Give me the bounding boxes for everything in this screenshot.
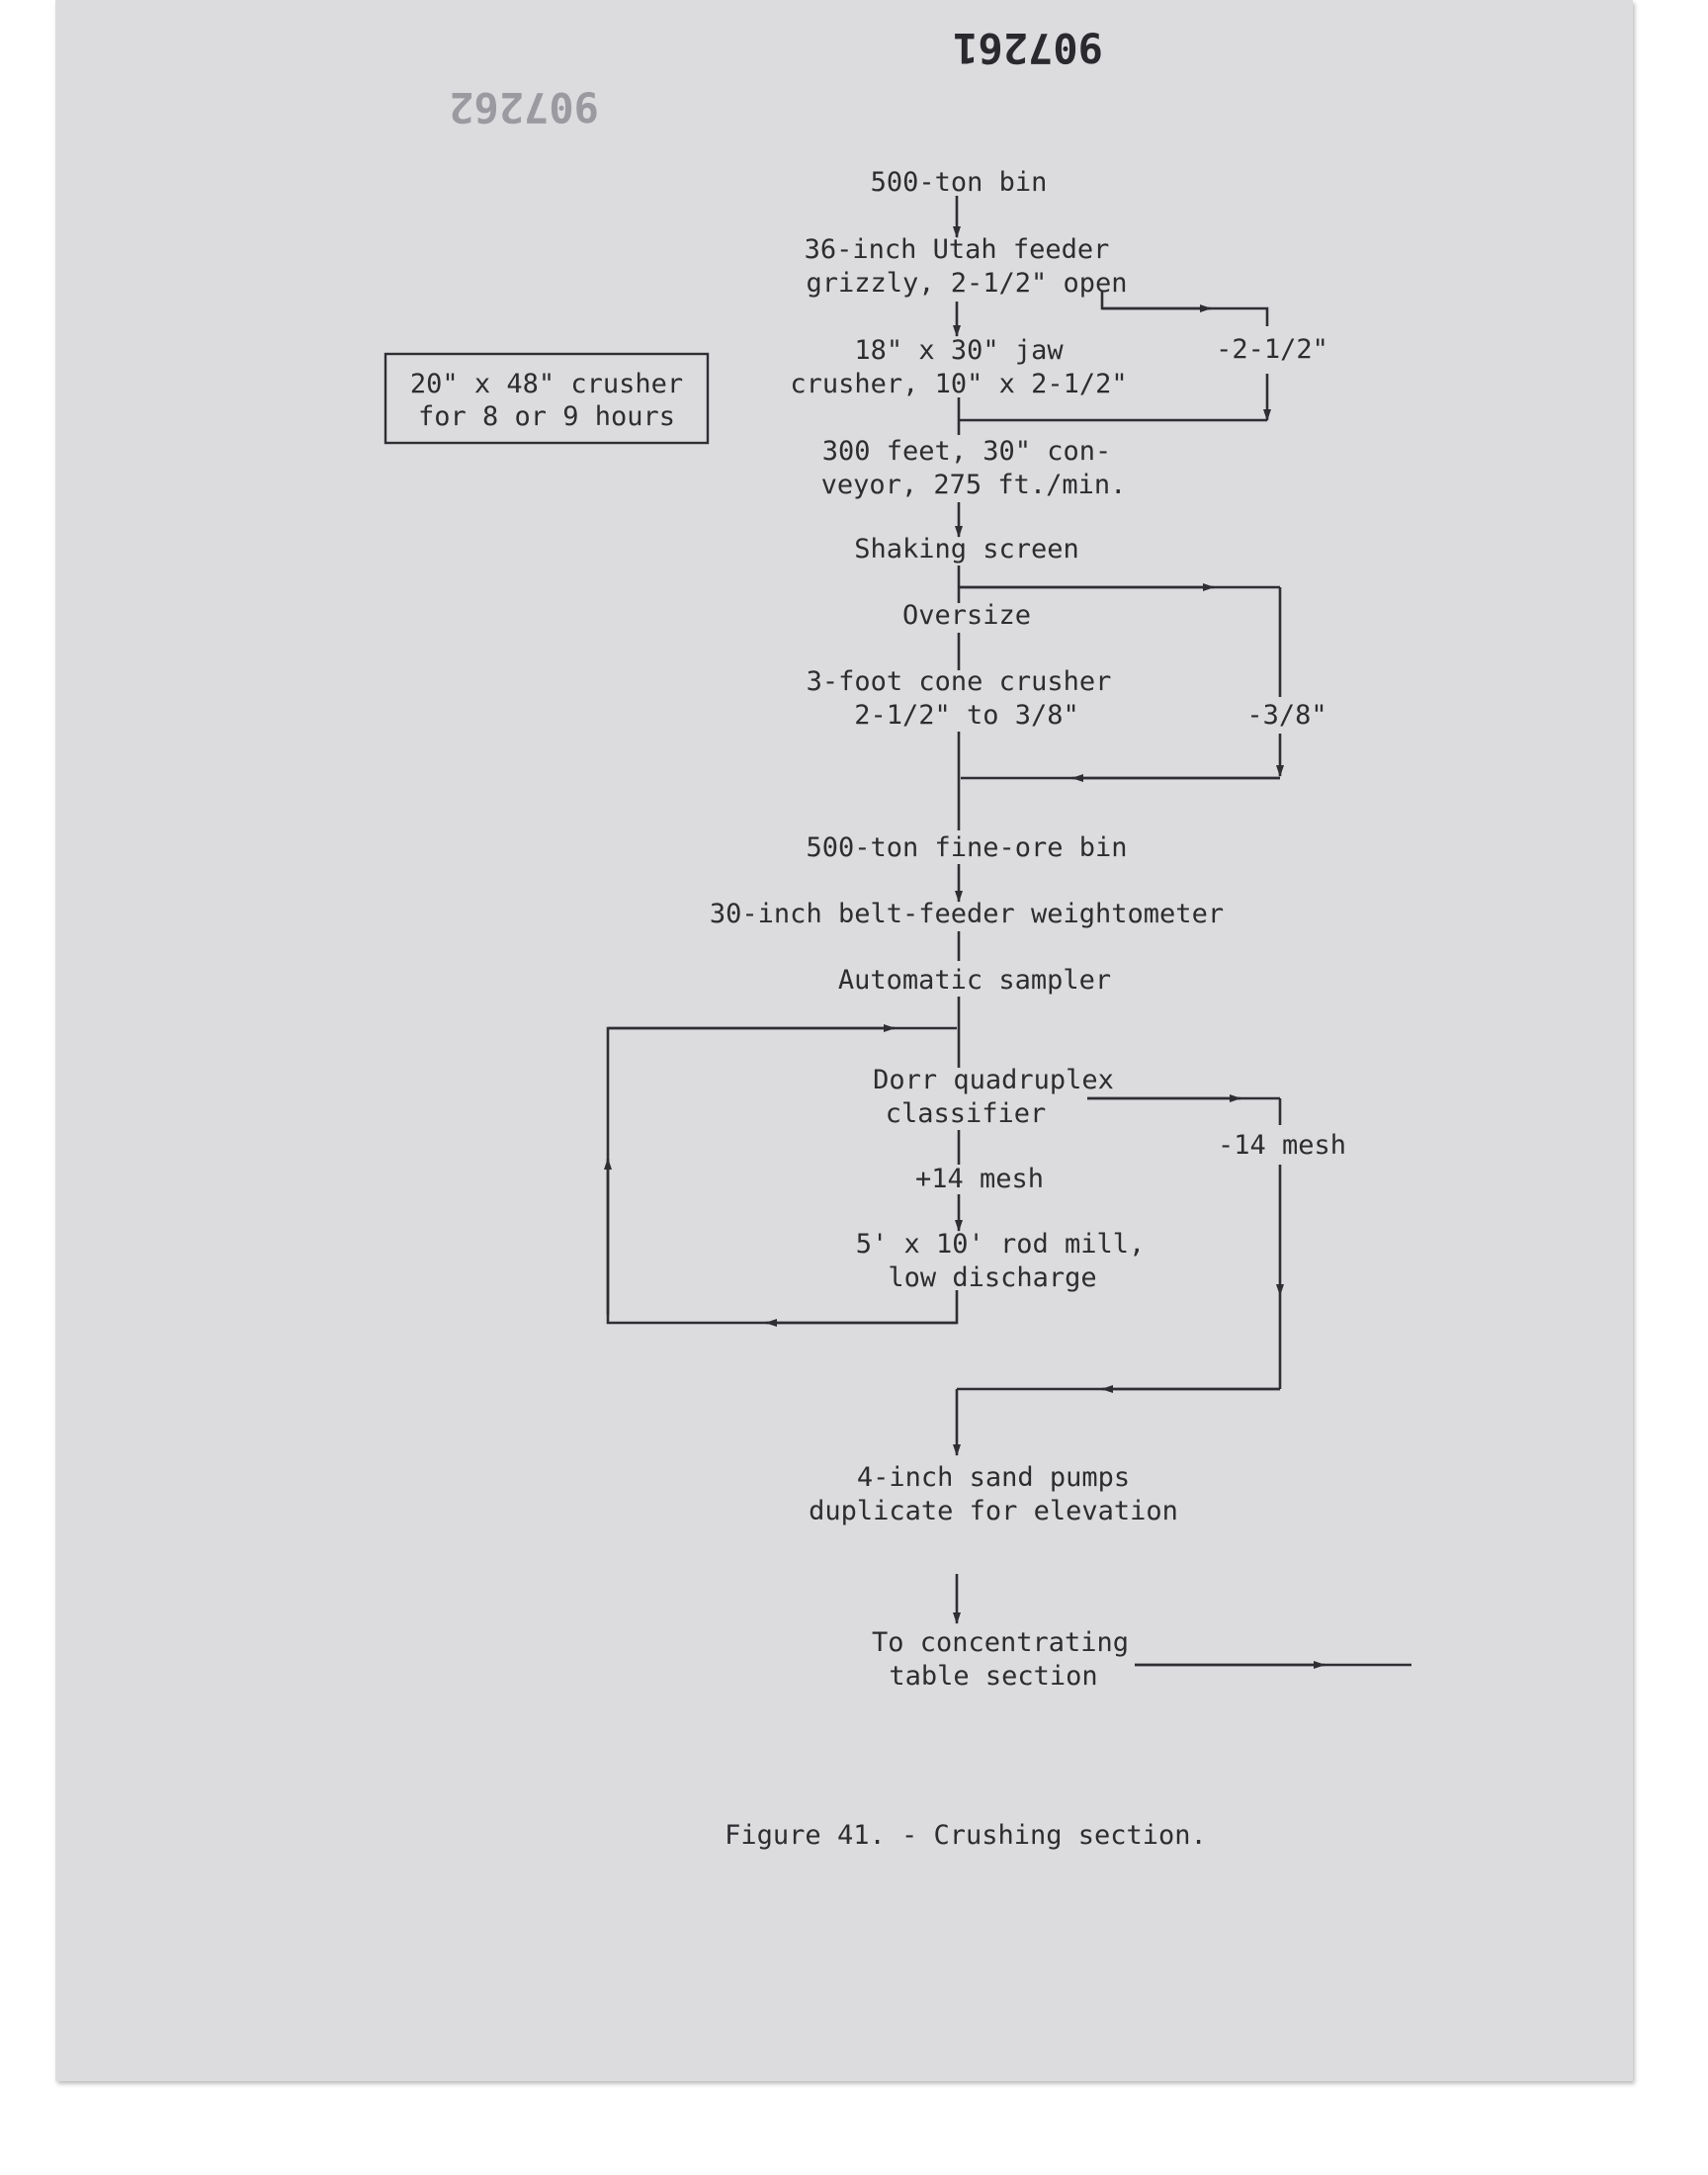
node-weightometer-line-1: 30-inch belt-feeder weightometer bbox=[710, 899, 1224, 929]
node-pumps-line-1: 4-inch sand pumps bbox=[857, 1462, 1130, 1493]
note-box bbox=[384, 352, 710, 445]
node-tables-line-2: table section bbox=[889, 1661, 1097, 1692]
node-cone-line-2: 2-1/2" to 3/8" bbox=[854, 700, 1079, 731]
node-classifier-line-2: classifier bbox=[886, 1098, 1047, 1129]
note-box-line-1: 20" x 48" crusher bbox=[410, 369, 683, 399]
node-cone-line-1: 3-foot cone crusher bbox=[807, 666, 1112, 697]
node-jaw-line-2: crusher, 10" x 2-1/2" bbox=[790, 369, 1127, 399]
node-conveyor-line-2: veyor, 275 ft./min. bbox=[821, 470, 1127, 500]
figure-caption: Figure 41. - Crushing section. bbox=[725, 1820, 1207, 1851]
document-page bbox=[55, 0, 1633, 2081]
node-sampler-line-1: Automatic sampler bbox=[838, 965, 1111, 996]
node-feeder-line-2: grizzly, 2-1/2" open bbox=[806, 268, 1127, 299]
node-rod-mill-line-1: 5' x 10' rod mill, bbox=[856, 1229, 1146, 1260]
node-fine-bin-line-1: 500-ton fine-ore bin bbox=[806, 832, 1127, 863]
node-feeder-line-1: 36-inch Utah feeder bbox=[805, 234, 1110, 265]
bypass-label-grizzly: -2-1/2" bbox=[1216, 334, 1328, 365]
bypass-label-classifier: -14 mesh bbox=[1218, 1130, 1346, 1161]
node-bin-line-1: 500-ton bin bbox=[871, 167, 1048, 198]
stamp-number: 907261 bbox=[953, 24, 1103, 72]
node-classifier-line-1: Dorr quadruplex bbox=[873, 1065, 1114, 1095]
stamp-number-faint: 907262 bbox=[449, 83, 599, 131]
node-conveyor-line-1: 300 feet, 30" con- bbox=[822, 436, 1112, 467]
note-box-line-2: for 8 or 9 hours bbox=[418, 401, 675, 432]
node-rod-mill-line-2: low discharge bbox=[888, 1262, 1096, 1293]
node-oversize-line-1: Oversize bbox=[902, 600, 1031, 631]
bypass-label-screen: -3/8" bbox=[1246, 700, 1326, 731]
node-plus14-line-1: +14 mesh bbox=[915, 1164, 1044, 1194]
node-pumps-line-2: duplicate for elevation bbox=[809, 1496, 1178, 1526]
node-screen-line-1: Shaking screen bbox=[854, 534, 1079, 565]
node-jaw-line-1: 18" x 30" jaw bbox=[854, 335, 1064, 366]
node-tables-line-1: To concentrating bbox=[872, 1627, 1129, 1658]
